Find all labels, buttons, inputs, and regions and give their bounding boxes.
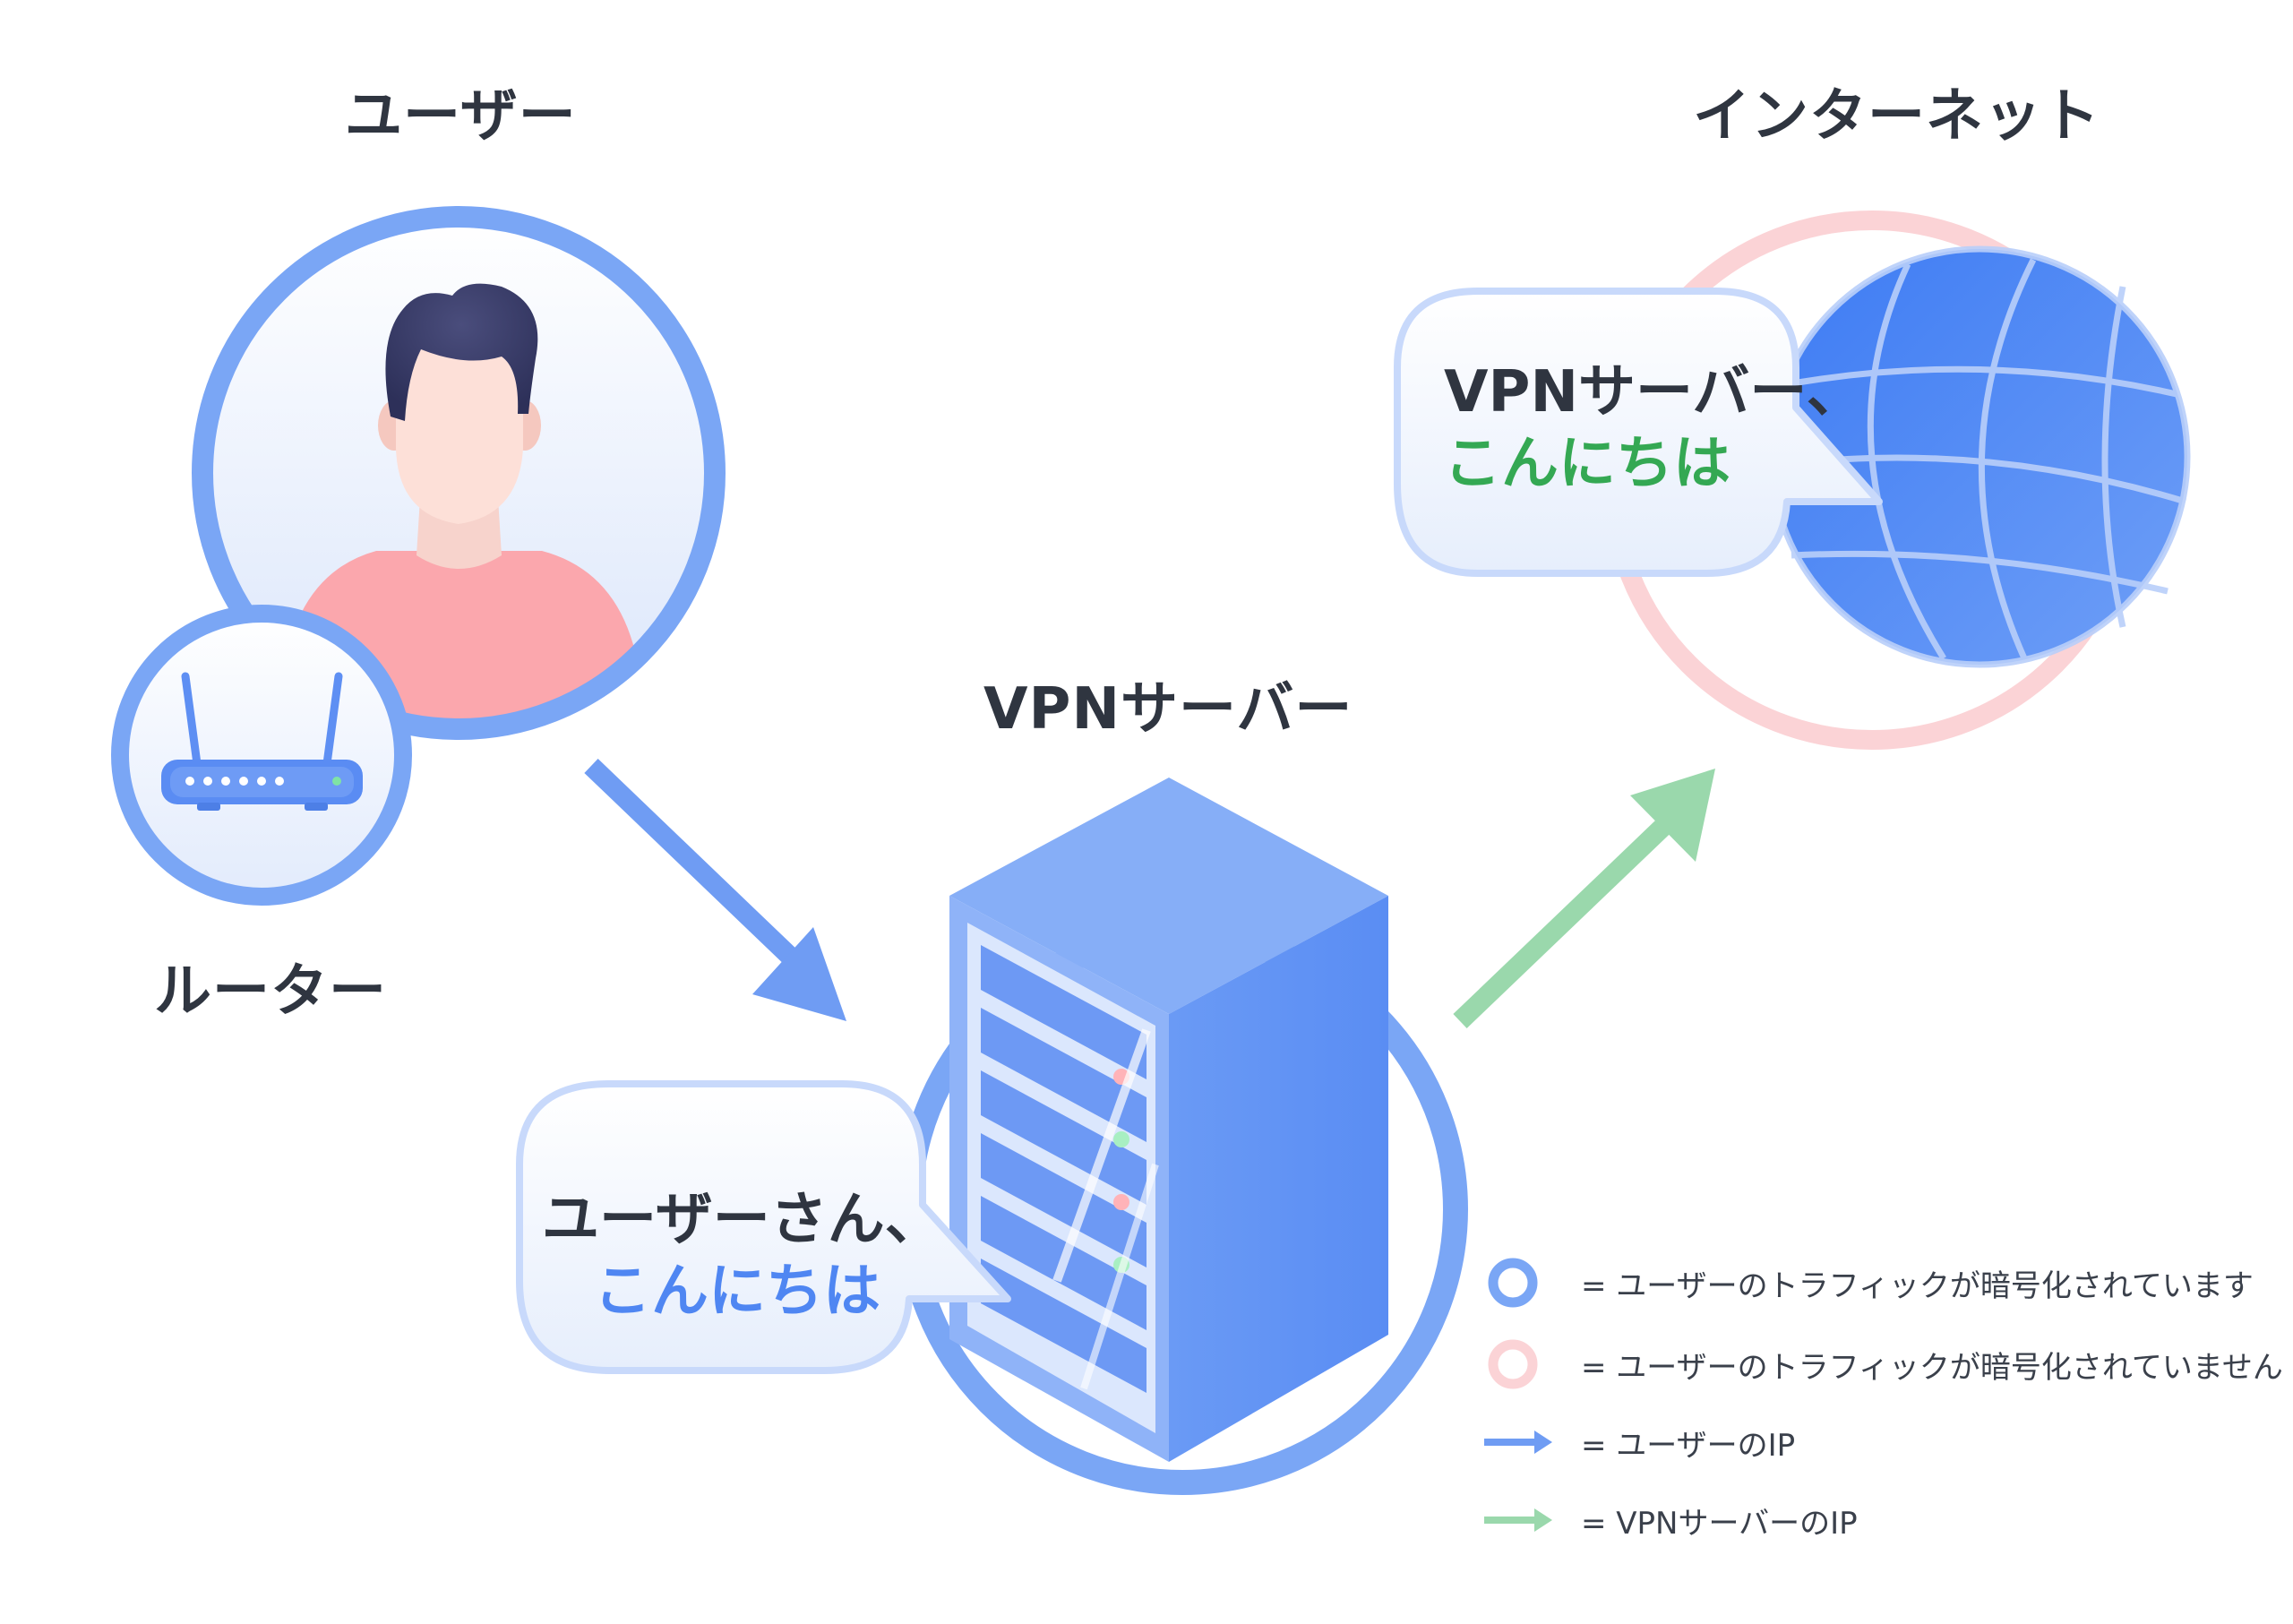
server-greeting-line1: ユーザーさん、 <box>542 1187 942 1253</box>
user-avatar <box>192 206 726 740</box>
server-greeting-text: ユーザーさん、 こんにちは <box>542 1184 942 1328</box>
legend-item-encrypted: = ユーザーのトラフィックが暗号化されています <box>1482 1256 2254 1310</box>
legend-item-user-ip: = ユーザーのIP <box>1482 1415 1795 1469</box>
internet-label: インターネット <box>1693 83 2100 150</box>
blue-ring-icon <box>1482 1256 1563 1310</box>
internet-greeting-text: VPNサーバー、 こんにちは <box>1444 357 1864 500</box>
legend-text-user-ip: = ユーザーのIP <box>1581 1427 1796 1464</box>
vpn-server-label: VPNサーバー <box>983 676 1353 743</box>
legend-item-vpn-ip: = VPNサーバーのIP <box>1482 1493 1858 1547</box>
legend-item-unencrypted: = ユーザーのトラフィックが暗号化されていません <box>1482 1337 2283 1391</box>
legend-text-unencrypted: = ユーザーのトラフィックが暗号化されていません <box>1581 1349 2283 1386</box>
pink-ring-icon <box>1482 1337 1563 1391</box>
server-greeting-line2: こんにちは <box>594 1259 880 1325</box>
legend-text-vpn-ip: = VPNサーバーのIP <box>1581 1505 1858 1542</box>
internet-greeting-line2: こんにちは <box>1444 431 1730 497</box>
legend-text-encrypted: = ユーザーのトラフィックが暗号化されています <box>1581 1267 2254 1304</box>
user-ip-arrow <box>584 759 846 1021</box>
green-arrow-icon <box>1482 1493 1563 1547</box>
internet-greeting-line1: VPNサーバー、 <box>1444 359 1864 425</box>
router-label: ルーター <box>154 958 387 1025</box>
blue-arrow-icon <box>1482 1415 1563 1469</box>
server-speech-bubble <box>516 1080 1011 1374</box>
globe-icon <box>1602 211 2191 750</box>
router-icon <box>111 605 412 906</box>
vpn-ip-arrow <box>1453 769 1715 1028</box>
internet-speech-bubble <box>1394 288 1883 577</box>
vpn-server-icon <box>897 778 1468 1495</box>
user-label: ユーザー <box>345 83 577 150</box>
